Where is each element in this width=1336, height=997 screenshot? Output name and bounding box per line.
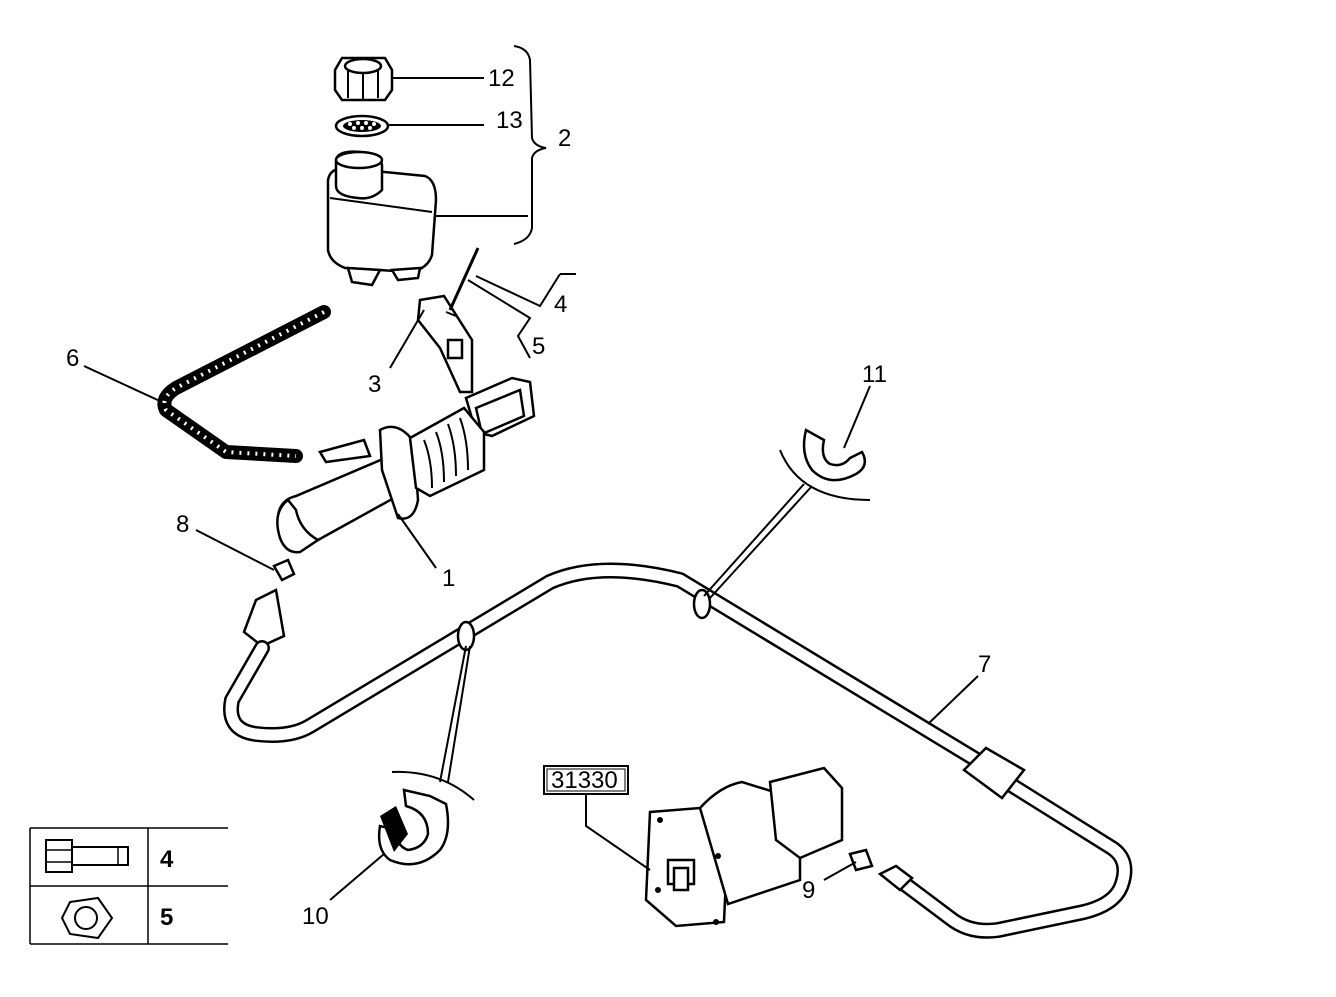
reference-box: 31330 — [543, 765, 629, 795]
callout-5: 5 — [532, 333, 545, 360]
legend-table: 4 5 — [29, 827, 228, 945]
hydraulic-pipe — [223, 562, 1133, 939]
fitting-9 — [848, 848, 914, 892]
callout-12: 12 — [488, 65, 515, 92]
slave-cylinder — [644, 766, 844, 928]
reservoir-hose — [157, 305, 331, 463]
callout-8: 8 — [176, 511, 189, 538]
callout-2: 2 — [558, 125, 571, 152]
callout-9: 9 — [802, 877, 815, 904]
reservoir-cap — [333, 56, 394, 102]
pipe-clip-11 — [703, 428, 871, 599]
fitting-8 — [242, 558, 296, 648]
master-cylinder — [276, 406, 486, 554]
reservoir-tank — [326, 150, 438, 287]
pipe-clip-10 — [377, 645, 475, 866]
callout-7: 7 — [978, 651, 991, 678]
legend-label-5: 5 — [160, 904, 173, 931]
filter-screen — [334, 114, 390, 138]
callout-1: 1 — [442, 565, 455, 592]
bracket-2 — [388, 45, 547, 245]
nut-icon — [60, 896, 114, 940]
callout-labels: 1 2 3 4 5 6 7 8 9 10 11 12 13 — [66, 65, 991, 930]
callout-10: 10 — [302, 903, 329, 930]
leader-lines — [83, 273, 979, 901]
legend-label-4: 4 — [160, 846, 174, 873]
bolt-icon — [45, 839, 129, 873]
callout-11: 11 — [862, 361, 887, 388]
callout-3: 3 — [368, 371, 381, 398]
reference-number: 31330 — [551, 767, 618, 794]
callout-6: 6 — [66, 345, 79, 372]
callout-4: 4 — [554, 291, 567, 318]
callout-13: 13 — [496, 107, 523, 134]
mounting-bracket — [416, 247, 480, 394]
